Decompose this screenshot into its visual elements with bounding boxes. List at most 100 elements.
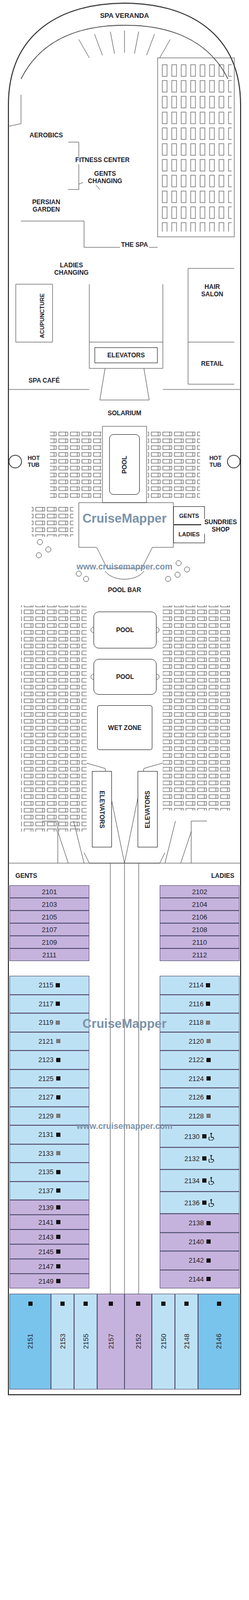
label-group: 2148 — [182, 1331, 191, 1347]
cabin-number: 2125 — [38, 1072, 54, 1081]
label-group: 2101 — [42, 886, 58, 895]
cabin-number: 2151 — [26, 1331, 35, 1347]
balcony-marker — [216, 1299, 222, 1304]
balcony-marker — [206, 1074, 211, 1079]
area-label: SUNDRIES SHOP — [201, 517, 241, 533]
label-group: 2149 — [38, 1274, 61, 1283]
cabin-box: 2109 — [9, 934, 90, 947]
watermark: CruiseMapper — [81, 1014, 168, 1030]
balcony-marker — [205, 1018, 211, 1023]
label-group: WET ZONE — [108, 722, 142, 731]
cabin-number: 2139 — [38, 1201, 54, 1210]
cabin-number: 2142 — [188, 1253, 204, 1262]
cabin-box: 2105 — [9, 908, 90, 922]
cabin-number: 2147 — [38, 1260, 54, 1269]
cabin-number: 2123 — [38, 1053, 54, 1062]
label-group: 2117 — [38, 998, 61, 1006]
label-group: 2146 — [214, 1331, 223, 1347]
cabin-box: 2127 — [9, 1085, 90, 1105]
cabin-number: 2149 — [38, 1274, 54, 1283]
area-name: ELEVATORS — [98, 789, 106, 827]
area-box: ELEVATORS — [137, 769, 158, 846]
cabin-box: 2112 — [159, 946, 240, 960]
area-label: LADIES — [210, 870, 236, 879]
cabin-number: 2130 — [184, 1130, 200, 1139]
cabin-box: 2121 — [9, 1030, 90, 1050]
cabin-number: 2141 — [38, 1216, 54, 1224]
cabin-number: 2115 — [38, 979, 54, 988]
label-group: 2147 — [38, 1260, 61, 1269]
cabin-box: 2143 — [9, 1227, 90, 1242]
cabin-box: 2110 — [159, 934, 240, 947]
label-group: 2145 — [38, 1245, 61, 1254]
label-group: 2136 — [184, 1196, 215, 1205]
label-group: 2114 — [189, 979, 211, 988]
balcony-marker — [202, 1154, 207, 1159]
cabin-number: 2129 — [38, 1109, 54, 1118]
balcony-marker — [206, 1256, 211, 1261]
cabin-number: 2124 — [188, 1072, 204, 1081]
balcony-marker — [202, 1132, 207, 1137]
cabin-number: 2148 — [182, 1331, 191, 1347]
label-group: 2109 — [42, 936, 58, 945]
label-group: 2134 — [184, 1174, 215, 1183]
label-group: 2128 — [188, 1109, 211, 1118]
area-box: GENTS — [173, 505, 205, 524]
balcony-marker — [56, 1111, 61, 1116]
cabin-number: 2105 — [42, 911, 58, 920]
cabin-box: 2126 — [159, 1085, 240, 1105]
cabin-box: 2103 — [9, 896, 90, 909]
balcony-marker — [206, 1274, 211, 1279]
balcony-marker — [28, 1299, 33, 1304]
area-box: ELEVATORS — [91, 769, 112, 846]
label-group: 2150 — [159, 1331, 168, 1347]
area-label: THE SPA — [119, 241, 149, 249]
label-group: POOL — [116, 671, 134, 680]
label-group: 2152 — [133, 1331, 142, 1347]
label-group: 2157 — [106, 1331, 115, 1347]
cabin-box: 2107 — [9, 921, 90, 935]
balcony-marker — [202, 1198, 207, 1203]
balcony-marker — [56, 1247, 61, 1252]
label-group: 2140 — [188, 1235, 211, 1244]
area-name: GENTS — [179, 511, 200, 518]
label-group: 2132 — [184, 1152, 215, 1161]
accessible-icon — [208, 1196, 215, 1205]
cabin-number: 2126 — [188, 1091, 204, 1099]
cabin-box: 2102 — [159, 883, 240, 897]
label-group: 2151 — [26, 1331, 35, 1347]
cabin-number: 2132 — [184, 1152, 200, 1161]
area-box: ELEVATORS — [94, 346, 158, 363]
area-label: ACUPUNCTURE — [38, 292, 46, 339]
cabin-box: 2157 — [97, 1291, 125, 1387]
label-group: POOL — [116, 625, 134, 633]
area-label: SPA CAFÉ — [27, 376, 61, 385]
cabin-box: 2149 — [9, 1271, 90, 1286]
cabin-number: 2121 — [38, 1035, 54, 1044]
cabin-box: 2141 — [9, 1212, 90, 1228]
label-group: 2141 — [38, 1216, 61, 1224]
label-group: POOL — [120, 454, 129, 473]
area-name: WET ZONE — [108, 722, 142, 731]
balcony-marker — [56, 1276, 61, 1281]
label-group: 2112 — [192, 949, 207, 958]
cabin-box: 2101 — [9, 883, 90, 897]
area-label: HAIR SALON — [194, 283, 230, 298]
label-group: 2139 — [38, 1201, 61, 1210]
balcony-marker — [206, 1036, 211, 1042]
balcony-marker — [55, 999, 60, 1004]
balcony-marker — [56, 1130, 61, 1135]
cabin-number: 2134 — [184, 1174, 200, 1183]
cabin-number: 2101 — [42, 886, 58, 895]
cabin-box: 2114 — [159, 973, 240, 993]
label-group: 2103 — [42, 898, 58, 907]
area-label: FITNESS CENTER — [74, 156, 131, 164]
balcony-marker — [205, 999, 211, 1004]
cabin-number: 2106 — [192, 911, 208, 920]
label-group: 2133 — [38, 1147, 61, 1156]
label-group: 2120 — [188, 1035, 211, 1044]
label-group: 2115 — [38, 979, 61, 988]
cabin-box: 2139 — [9, 1197, 90, 1213]
area-label: LADIES CHANGING — [49, 261, 94, 277]
